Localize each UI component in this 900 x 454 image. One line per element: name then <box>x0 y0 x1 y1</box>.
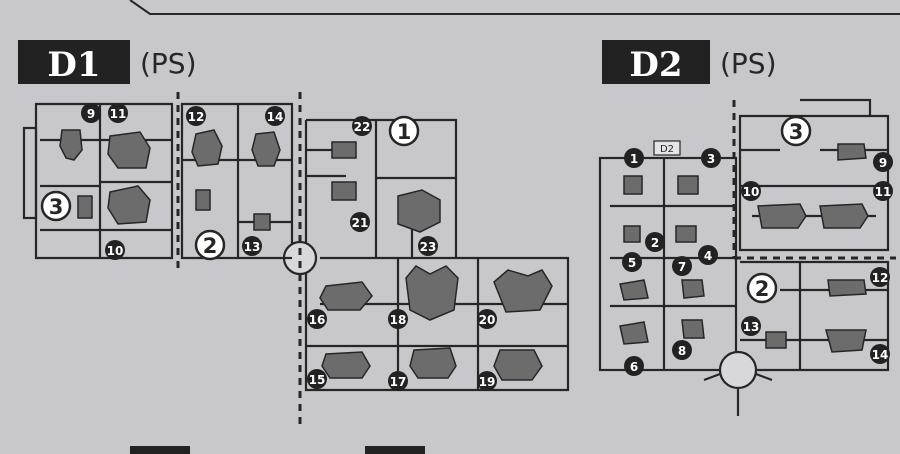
d1-part-12: 12 <box>188 110 205 124</box>
d2-part-12: 12 <box>872 271 889 285</box>
d2-badge-label: D2 <box>629 45 682 85</box>
d2-part-3: 3 <box>707 152 715 166</box>
d2-part-7: 7 <box>678 260 686 274</box>
d2-part-2: 2 <box>651 236 659 250</box>
d1-part-9: 9 <box>87 107 95 121</box>
d2-part-9: 9 <box>879 156 887 170</box>
d1-parts <box>59 129 553 381</box>
page-frame-top <box>129 0 900 15</box>
d1-badge <box>18 40 130 84</box>
d1-part-18: 18 <box>390 313 407 327</box>
d1-section-markers: 1 2 3 <box>40 115 420 261</box>
d1-part-15: 15 <box>309 373 326 387</box>
d1-part-numbers: 9 11 10 12 14 13 22 21 23 16 18 20 15 17… <box>81 103 497 391</box>
d1-section-1: 1 <box>397 120 412 144</box>
d2-part-numbers: 1 3 2 4 5 7 8 6 9 11 10 12 13 14 <box>622 148 893 376</box>
d1-part-19: 19 <box>479 375 496 389</box>
d1-part-20: 20 <box>479 313 496 327</box>
d2-runner-tag-label: D2 <box>660 144 674 155</box>
d1-part-10: 10 <box>107 244 124 258</box>
d1-part-14: 14 <box>267 110 284 124</box>
d2-runner-tag <box>653 140 681 156</box>
d1-part-21: 21 <box>352 216 369 230</box>
d2-part-13: 13 <box>743 320 760 334</box>
d1-part-22: 22 <box>354 120 371 134</box>
d2-part-14: 14 <box>872 348 889 362</box>
d1-part-11: 11 <box>110 107 127 121</box>
d2-part-11: 11 <box>875 185 892 199</box>
d1-part-16: 16 <box>309 313 326 327</box>
d2-section-3: 3 <box>789 120 804 144</box>
d2-part-10: 10 <box>743 185 760 199</box>
d2-part-4: 4 <box>704 249 712 263</box>
d2-material: (PS) <box>720 47 777 80</box>
d1-section-3: 3 <box>49 195 64 219</box>
page-frame-tab <box>130 446 190 454</box>
d2-part-1: 1 <box>630 152 638 166</box>
d1-section-2: 2 <box>203 234 218 258</box>
d1-part-17: 17 <box>390 375 407 389</box>
d2-badge <box>602 40 710 84</box>
d1-part-23: 23 <box>420 240 437 254</box>
d2-parts <box>619 143 869 353</box>
d2-section-2: 2 <box>755 277 770 301</box>
d1-part-13: 13 <box>244 240 261 254</box>
d2-part-6: 6 <box>630 360 638 374</box>
d1-badge-label: D1 <box>47 45 100 85</box>
d2-section-markers: 3 2 <box>746 115 812 304</box>
d2-part-8: 8 <box>678 344 686 358</box>
page-frame-tab <box>365 446 425 454</box>
d2-part-5: 5 <box>628 256 636 270</box>
d1-material: (PS) <box>140 47 197 80</box>
